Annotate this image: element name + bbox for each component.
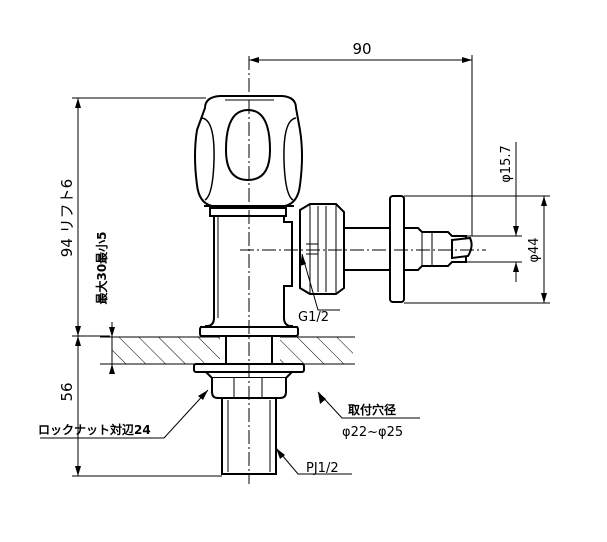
dimension-lines xyxy=(40,55,550,477)
valve-body xyxy=(199,207,299,337)
counter-section xyxy=(100,336,355,365)
pipe-thread-label: PJ1/2 xyxy=(306,461,339,476)
locknut-label: ロックナット対辺24 xyxy=(38,422,151,437)
dim-inlet-diameter: φ15.7 xyxy=(499,145,514,183)
dim-width: 90 xyxy=(352,40,371,58)
hole-title: 取付穴径 xyxy=(348,402,396,417)
dim-counter-thickness: 最大30最小5 xyxy=(94,231,109,304)
outlet-union xyxy=(299,195,473,303)
dim-flange-diameter: φ44 xyxy=(527,237,542,262)
hole-range: φ22~φ25 xyxy=(342,425,403,440)
dim-height: 94 リフト6 xyxy=(58,179,76,257)
dimension-arrows xyxy=(75,57,547,476)
dim-below-counter: 56 xyxy=(58,382,76,401)
center-lines xyxy=(240,56,486,484)
thread-label: G1/2 xyxy=(298,310,329,325)
